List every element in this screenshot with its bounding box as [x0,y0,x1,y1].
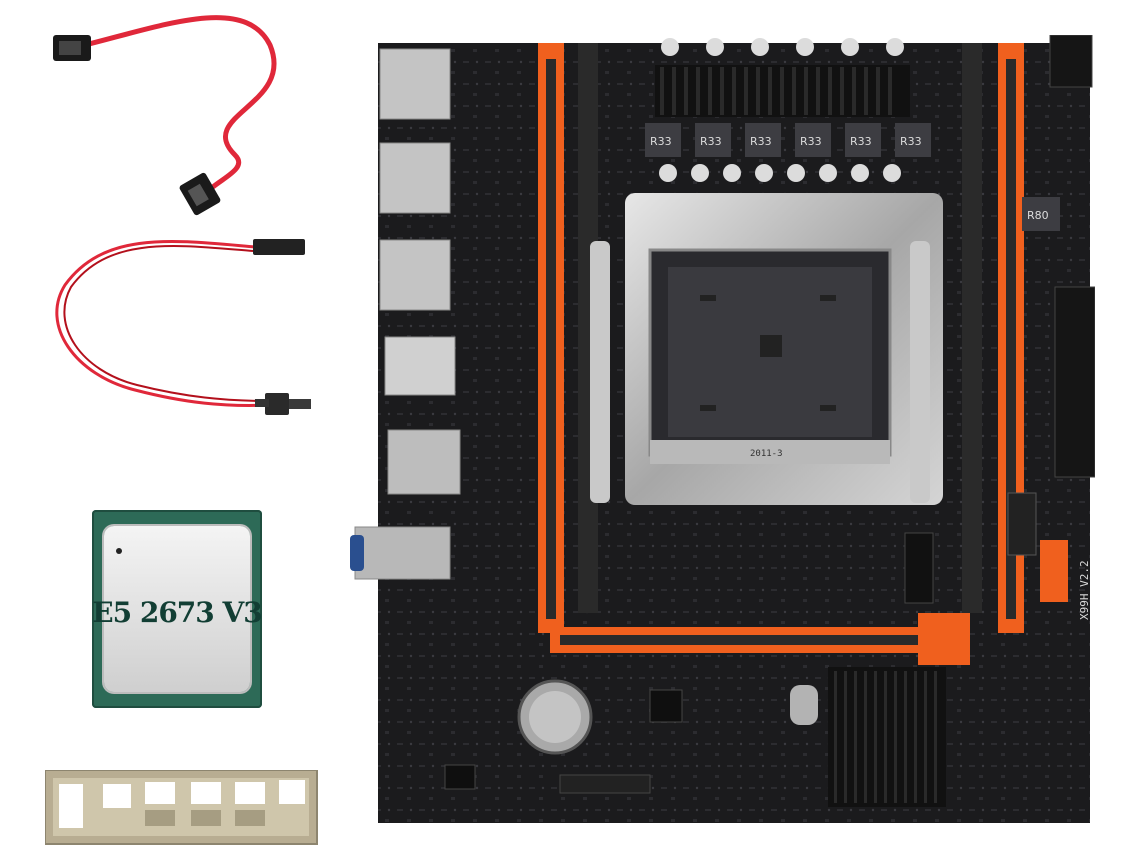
vrm-inductors: R33 R33 R33 R33 R33 R33 R80 [645,123,1060,231]
svg-text:2011-3: 2011-3 [750,449,783,459]
sata-port [1040,540,1068,602]
cpu-8pin-connector [1049,35,1093,88]
svg-text:R33: R33 [650,135,672,148]
atx-24pin-connector [1054,286,1095,478]
board-model-label: X99H V2.2 [1078,560,1091,620]
svg-text:R33: R33 [900,135,922,148]
m2-slot [904,532,934,604]
power-switch-cable [55,239,311,415]
vrm-heatsink [655,65,910,117]
cmos-battery [517,679,593,755]
cpu-socket: 2011-3 [590,193,943,505]
cpu-model-label: E5 2673 V3 [92,596,262,629]
cpu-heat-spreader [104,526,250,692]
chipset-heatsink [828,667,946,807]
svg-text:R80: R80 [1027,209,1049,222]
svg-text:R33: R33 [800,135,822,148]
rear-io-ports [350,48,461,580]
svg-text:R33: R33 [700,135,722,148]
svg-text:R33: R33 [850,135,872,148]
pcie-slot [550,613,970,665]
cpu-processor: E5 2673 V3 [92,510,263,708]
io-shield [45,770,318,845]
sata-port [1007,492,1037,556]
svg-text:R33: R33 [750,135,772,148]
capacitors [659,38,904,182]
sata-cable [53,15,277,216]
motherboard: R33 R33 R33 R33 R33 R33 R80 2011-3 [350,35,1095,823]
